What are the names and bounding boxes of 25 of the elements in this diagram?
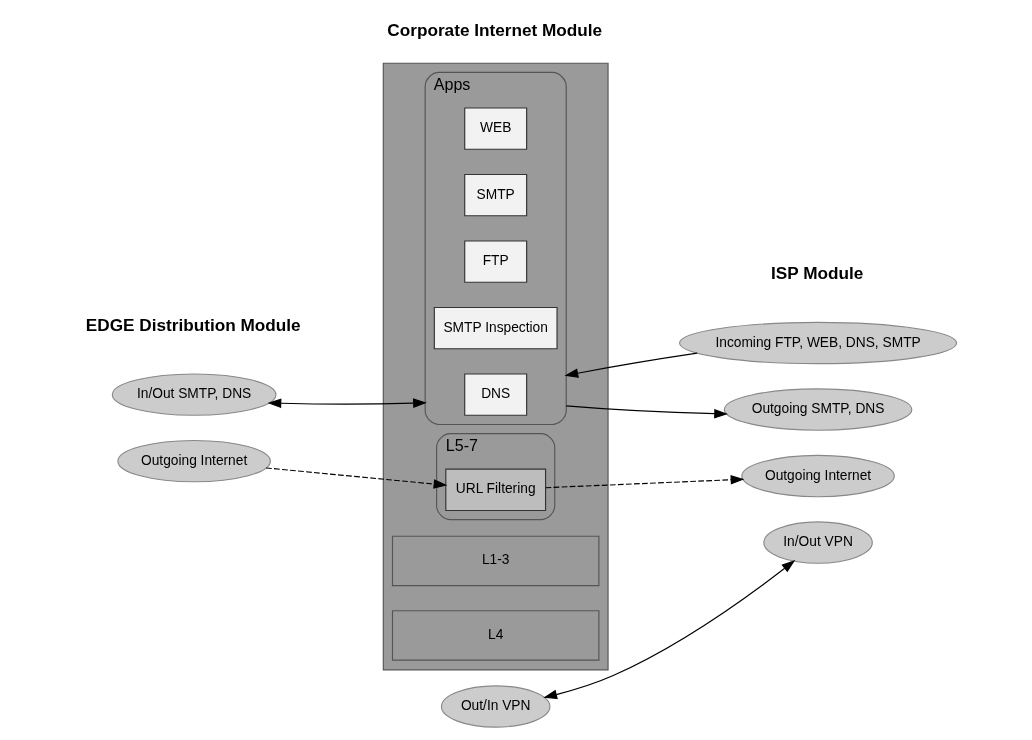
cluster: [382, 62, 609, 671]
node-ellipse: Outgoing Internet: [740, 454, 895, 498]
node-box: URL Filtering: [444, 468, 546, 512]
node-box: WEB: [463, 107, 527, 150]
node-ellipse: In/Out VPN: [762, 521, 873, 564]
node-ellipse: In/Out SMTP, DNS: [111, 373, 276, 416]
node-ellipse: Outgoing SMTP, DNS: [723, 388, 912, 431]
arrow: [544, 474, 744, 489]
node-box: FTP: [463, 240, 527, 283]
node-box: DNS: [463, 373, 527, 416]
label: Corporate Internet Module: [386, 20, 602, 41]
node-ellipse: Incoming FTP, WEB, DNS, SMTP: [678, 321, 957, 365]
node-box: L4: [391, 610, 599, 661]
arrow: [564, 352, 698, 378]
label: EDGE Distribution Module: [85, 315, 301, 336]
arrow: [265, 467, 447, 489]
node-box: SMTP: [463, 173, 527, 217]
node-box: SMTP Inspection: [433, 306, 558, 350]
arrow: [542, 560, 795, 700]
arrow: [267, 398, 427, 409]
node-ellipse: Out/In VPN: [440, 685, 550, 728]
arrow: [565, 405, 728, 419]
node-ellipse: Outgoing Internet: [116, 439, 271, 483]
node-box: L1-3: [391, 535, 599, 587]
label: ISP Module: [770, 263, 863, 284]
